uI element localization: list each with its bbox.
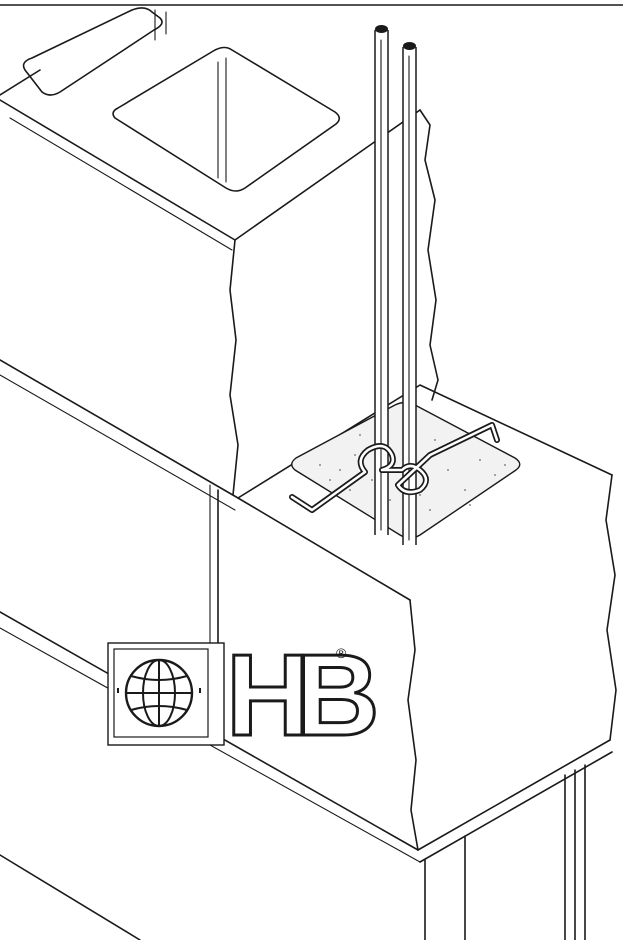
bottom-course-top-edge [419,751,613,863]
bottom-course [0,751,613,940]
logo-inner-frame [113,648,209,738]
upper-block-front-bevel [9,117,233,251]
reinforcing-bar-left [374,25,389,535]
hb-logo: HB ® [107,629,390,762]
globe-icon [117,658,201,728]
cell-inner-wall-lines [217,57,227,183]
upper-block-cell-opening [112,46,341,192]
logo-text: HB [226,630,375,760]
bottom-course-verticals-b [564,764,586,940]
joint-reinforcement-tie [289,422,500,513]
upper-block-top-front-edges [0,99,421,241]
registered-mark: ® [336,645,347,661]
lower-block-right-broken-edge [605,474,617,741]
lower-block [0,384,617,863]
mortar-joint-line-1 [0,374,236,511]
lower-block-corner-edge [407,599,419,851]
upper-block-bottom-edge [0,359,239,499]
lower-block-front-top-edge [237,497,411,601]
upper-block-front-right-edge [229,239,239,496]
upper-block-broken-edge [419,109,439,401]
lower-block-bottom-right-edge [417,739,611,851]
reinforcing-bar-right [402,42,417,545]
bottom-course-left-edge [0,854,141,940]
upper-block-left-top-edge [0,69,41,96]
upper-block-far-slot [22,7,163,96]
upper-block-web-lines [154,9,167,41]
upper-block [0,7,439,511]
bottom-course-verticals-a [424,835,466,940]
